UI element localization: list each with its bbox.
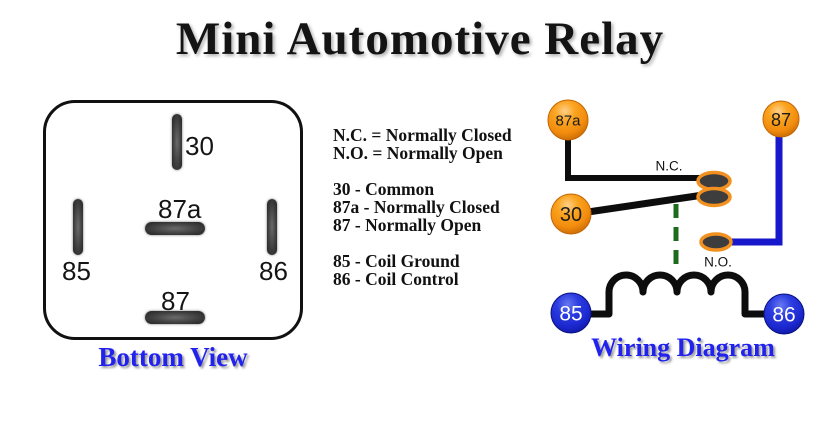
node-85-label: 85 bbox=[559, 303, 582, 326]
legend-pin-87: 87 - Normally Open bbox=[333, 215, 482, 235]
coil-winding bbox=[591, 271, 764, 318]
node-30-label: 30 bbox=[560, 204, 582, 226]
pin-87-terminal bbox=[145, 311, 205, 324]
relay-bottom-view-outline: 30 85 86 87a 87 bbox=[43, 100, 303, 340]
legend: N.C. = Normally Closed N.O. = Normally O… bbox=[333, 126, 512, 306]
no-contact-label: N.O. bbox=[704, 255, 732, 270]
node-85 bbox=[550, 292, 592, 334]
wiring-diagram-caption: Wiring Diagram bbox=[591, 333, 775, 362]
legend-no-definition: N.O. = Normally Open bbox=[333, 143, 503, 163]
legend-coil-pins: 85 - Coil Ground 86 - Coil Control bbox=[333, 252, 512, 288]
legend-pin-85: 85 - Coil Ground bbox=[333, 251, 460, 271]
wiring-diagram: 87a 87 30 85 86 N.C. N.O. bbox=[547, 99, 805, 335]
pin-87-label: 87 bbox=[161, 286, 190, 316]
no-contact-oval bbox=[699, 232, 733, 252]
pin-87a-terminal bbox=[145, 222, 205, 235]
pin-85-terminal bbox=[73, 199, 83, 255]
wire-87a-to-nc-contact bbox=[565, 136, 701, 181]
nc-contact-label: N.C. bbox=[656, 159, 683, 174]
bottom-view-caption: Bottom View bbox=[98, 342, 248, 372]
node-87-label: 87 bbox=[771, 110, 791, 130]
legend-pin-87a: 87a - Normally Closed bbox=[333, 197, 500, 217]
pin-30-terminal bbox=[172, 114, 182, 170]
pin-30-label: 30 bbox=[185, 131, 214, 161]
node-86-label: 86 bbox=[772, 304, 795, 327]
wire-30-armature bbox=[587, 190, 711, 216]
node-87a-label: 87a bbox=[555, 113, 581, 130]
page-title: Mini Automotive Relay bbox=[175, 13, 665, 65]
pin-87a-label: 87a bbox=[158, 194, 202, 224]
pin-86-label: 86 bbox=[259, 256, 288, 286]
node-87a bbox=[547, 99, 589, 141]
node-87 bbox=[762, 100, 800, 138]
wire-no-contact-to-87 bbox=[729, 135, 783, 246]
node-86 bbox=[763, 293, 805, 335]
pin-86-terminal bbox=[267, 199, 277, 255]
legend-abbreviations: N.C. = Normally Closed N.O. = Normally O… bbox=[333, 126, 512, 162]
node-30 bbox=[550, 193, 592, 235]
legend-pin-30: 30 - Common bbox=[333, 179, 435, 199]
legend-nc-definition: N.C. = Normally Closed bbox=[333, 125, 512, 145]
legend-switch-pins: 30 - Common 87a - Normally Closed 87 - N… bbox=[333, 180, 512, 234]
legend-pin-86: 86 - Coil Control bbox=[333, 269, 459, 289]
armature-contact-oval bbox=[696, 186, 732, 208]
pin-85-label: 85 bbox=[62, 256, 91, 286]
